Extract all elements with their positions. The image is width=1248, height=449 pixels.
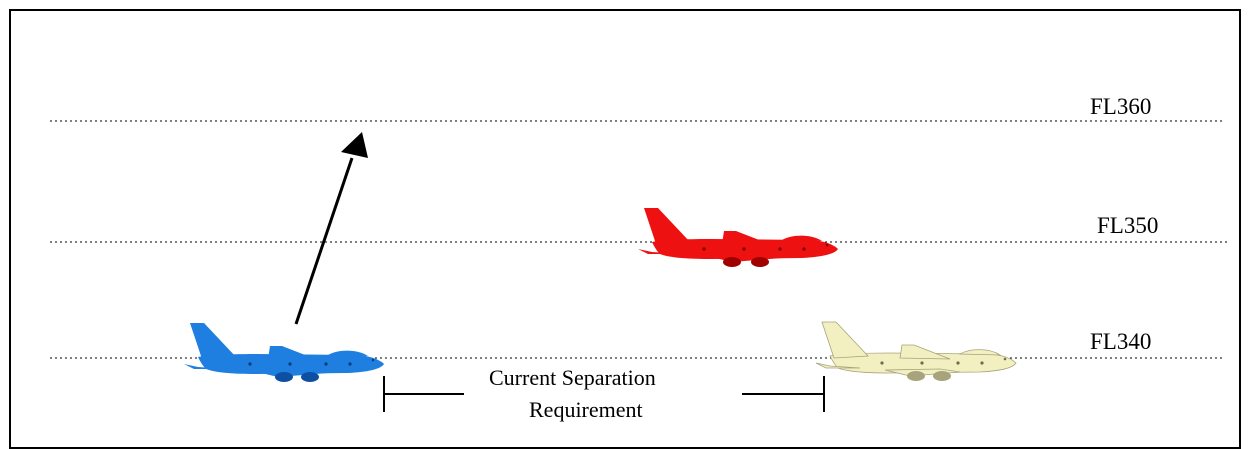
climb-arrow-shaft — [294, 157, 354, 325]
flight-level-label-fl350: FL350 — [1097, 213, 1159, 238]
cream-aircraft-icon — [815, 321, 1017, 381]
red-aircraft-icon — [638, 208, 838, 267]
blue-aircraft-icon — [184, 323, 384, 382]
separation-diagram: FL360 FL350 FL340 Current Separation Req… — [9, 9, 1241, 449]
flight-level-label-fl360: FL360 — [1090, 94, 1152, 119]
diagram-drawing — [50, 120, 1228, 412]
separation-label-line1: Current Separation — [486, 367, 659, 389]
flight-level-label-fl340: FL340 — [1090, 329, 1152, 354]
separation-label-line2: Requirement — [526, 399, 646, 421]
climb-arrow-head — [341, 132, 368, 158]
